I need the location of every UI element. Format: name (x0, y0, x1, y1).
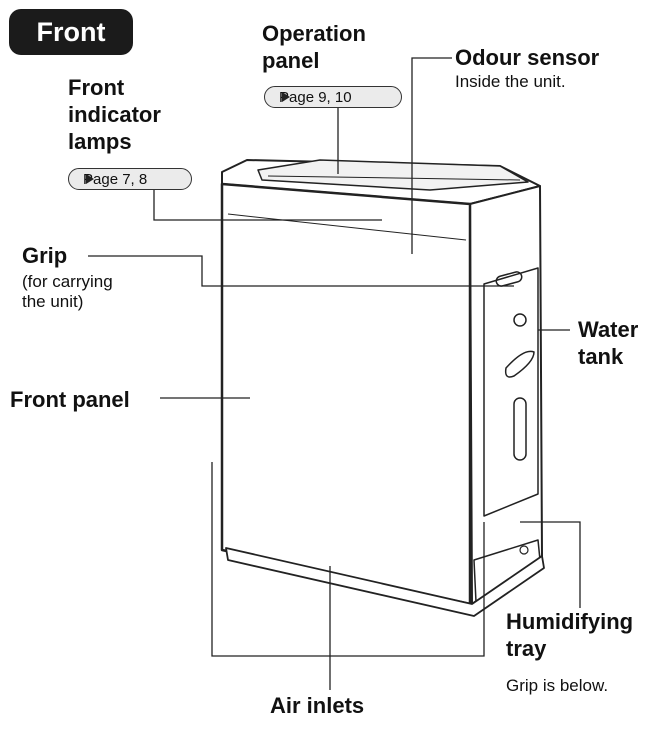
front-panel-face (220, 182, 472, 606)
ref-operation-panel-text: Page 9, 10 (279, 89, 352, 106)
ref-front-indicator-lamps: Page 7, 8 (68, 168, 192, 190)
note-odour-sensor: Inside the unit. (455, 72, 566, 91)
grip-slot (495, 271, 523, 287)
label-front-indicator-lamps: Front indicator lamps (68, 74, 161, 155)
label-fil-line1: Front (68, 75, 125, 100)
note-grip-line1: (for carrying (22, 272, 113, 291)
water-tank-outline (483, 267, 539, 517)
label-grip: Grip (22, 243, 68, 268)
unit-base (225, 547, 545, 617)
label-operation-panel-line2: panel (262, 48, 320, 73)
label-ht-line2: tray (506, 636, 547, 661)
label-odour-sensor: Odour sensor (455, 45, 600, 70)
label-fil-line3: lamps (68, 129, 132, 154)
tank-handle (504, 350, 535, 378)
tank-level-window (513, 397, 527, 461)
note-humidifying-tray: Grip is below. (506, 676, 609, 695)
ref-fil-text: Page 7, 8 (83, 171, 148, 188)
operation-panel-strip (257, 159, 529, 191)
label-operation-panel-line1: Operation (262, 21, 366, 46)
label-ht-line1: Humidifying (506, 609, 634, 634)
arrow-icon (282, 92, 290, 102)
label-fil-line2: indicator (68, 102, 161, 127)
label-humidifying-tray: Humidifying tray (506, 608, 633, 662)
note-grip: (for carrying the unit) (22, 272, 113, 312)
label-water-tank-line2: tank (578, 344, 624, 369)
label-water-tank-line1: Water (578, 317, 639, 342)
label-water-tank: Water tank (578, 316, 638, 370)
section-badge: Front (9, 9, 133, 55)
ref-operation-panel: Page 9, 10 (264, 86, 402, 108)
note-grip-line2: the unit) (22, 292, 84, 311)
label-operation-panel: Operation panel (262, 20, 366, 74)
tank-knob (513, 313, 527, 327)
label-front-panel: Front panel (10, 387, 130, 412)
arrow-icon (86, 174, 94, 184)
label-air-inlets: Air inlets (270, 693, 365, 718)
